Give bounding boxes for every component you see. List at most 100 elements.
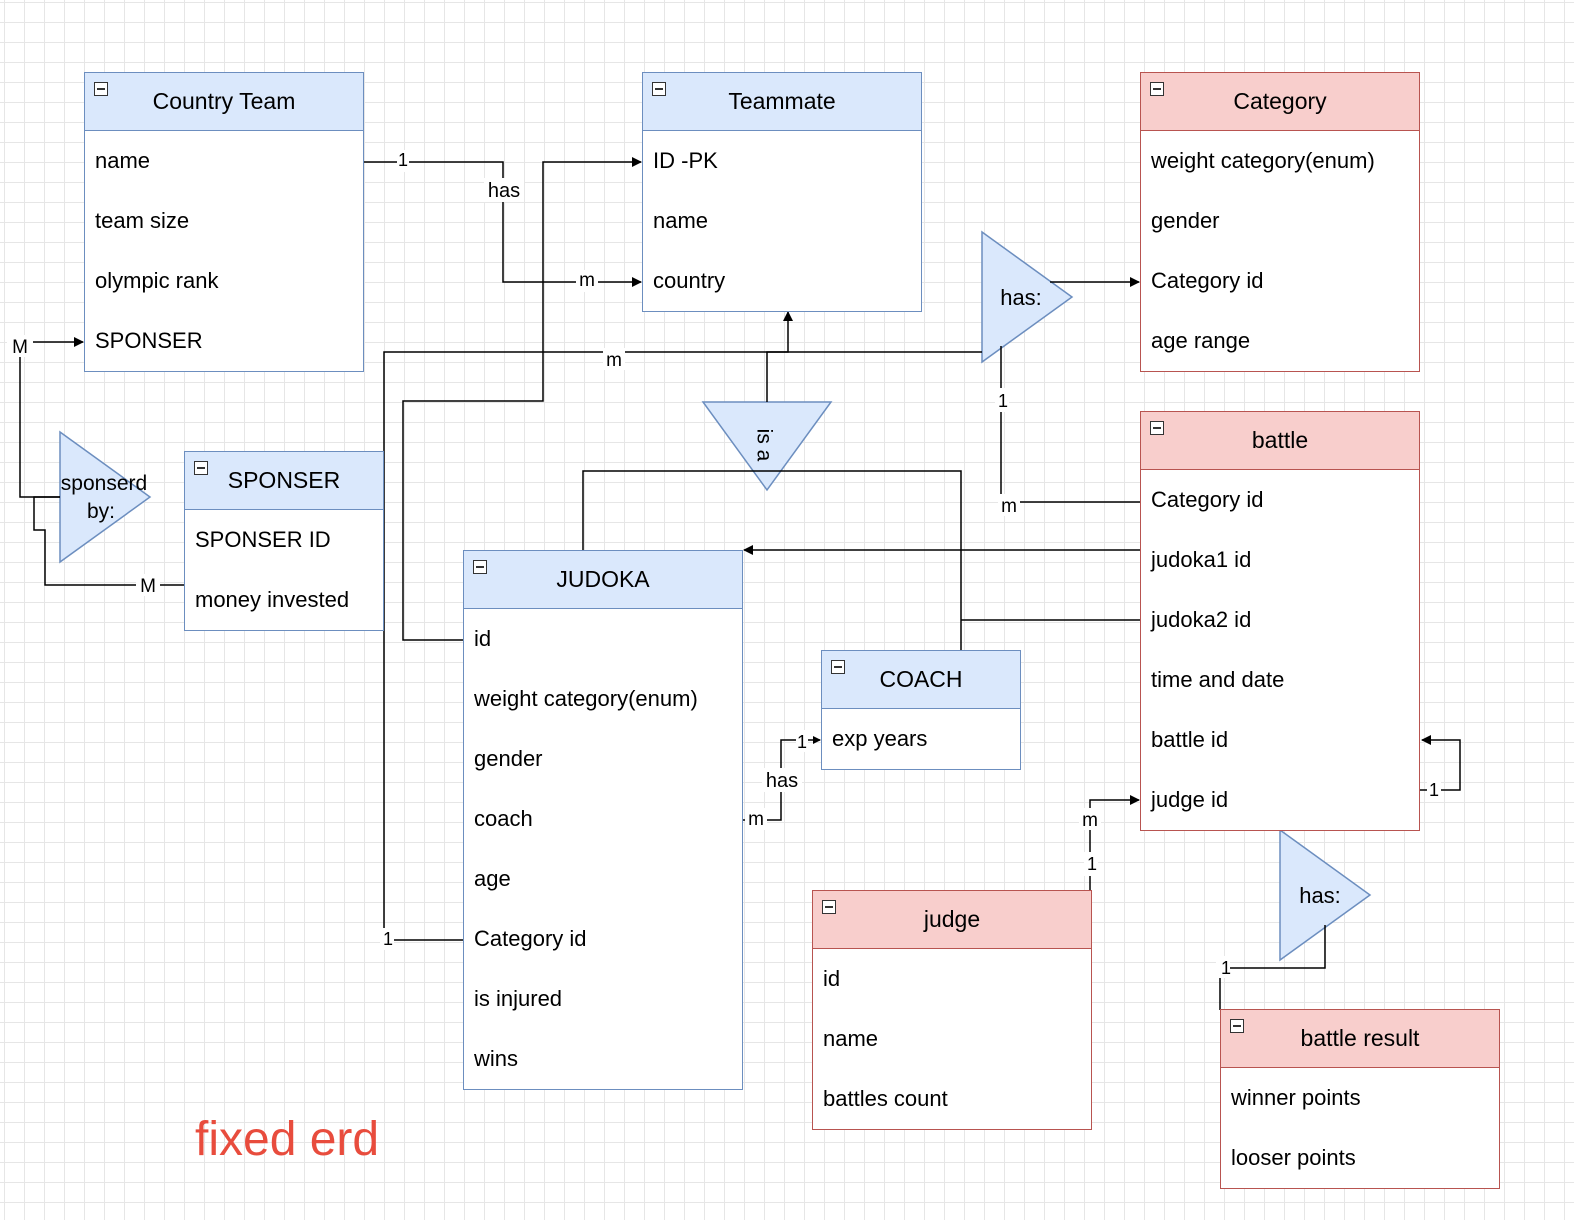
field-row[interactable]: judge id — [1151, 787, 1229, 812]
entity-header: Country Team — [85, 73, 363, 131]
entity-category[interactable]: Category weight category(enum) gender Ca… — [1140, 72, 1420, 372]
collapse-icon[interactable] — [1150, 82, 1164, 96]
edge-has-result — [1219, 925, 1326, 1010]
entity-header: battle result — [1221, 1010, 1499, 1068]
field-row[interactable]: Category id — [1151, 268, 1264, 293]
field-row[interactable]: coach — [474, 806, 533, 831]
entity-title: SPONSER — [227, 467, 341, 493]
card-coach-1: 1 — [797, 732, 807, 752]
entity-header: COACH — [822, 651, 1020, 709]
card-team-teammate-1: 1 — [398, 150, 408, 170]
card-result-1: 1 — [1221, 958, 1231, 978]
entity-header: Teammate — [643, 73, 921, 131]
card-judge-m: m — [1082, 810, 1098, 831]
entity-sponser[interactable]: SPONSER SPONSER ID money invested — [184, 451, 384, 631]
entity-title: battle result — [1300, 1025, 1420, 1051]
relationship-has-coach-label: has — [766, 770, 798, 792]
card-sponsor-M: M — [140, 576, 156, 597]
edge-sponsor-entity — [33, 496, 184, 586]
field-row[interactable]: Category id — [474, 926, 587, 951]
entity-judoka[interactable]: JUDOKA id weight category(enum) gender c… — [463, 550, 743, 1090]
field-row[interactable]: team size — [95, 208, 190, 233]
entity-title: JUDOKA — [556, 566, 650, 592]
collapse-icon[interactable] — [652, 82, 666, 96]
entity-title: battle — [1251, 427, 1309, 453]
edge-isa-judoka — [582, 470, 767, 550]
field-row[interactable]: name — [653, 208, 709, 233]
edge-team-teammate — [364, 161, 642, 287]
entity-judge[interactable]: judge id name battles count — [812, 890, 1092, 1130]
entity-header: judge — [813, 891, 1091, 949]
entity-title: Category — [1233, 88, 1327, 114]
collapse-icon[interactable] — [473, 560, 487, 574]
edge-category-battle — [1000, 346, 1141, 503]
field-row[interactable]: battles count — [823, 1086, 948, 1111]
field-row[interactable]: ID -PK — [653, 148, 718, 173]
field-row[interactable]: weight category(enum) — [474, 686, 698, 711]
field-row[interactable]: is injured — [474, 986, 563, 1011]
entity-coach[interactable]: COACH exp years — [821, 650, 1021, 770]
field-row[interactable]: id — [823, 966, 841, 991]
field-row[interactable]: gender — [474, 746, 543, 771]
entity-battle-result[interactable]: battle result winner points looser point… — [1220, 1009, 1500, 1189]
entity-title: Teammate — [728, 88, 836, 114]
entity-country-team[interactable]: Country Team name team size olympic rank… — [84, 72, 364, 372]
entity-header: SPONSER — [185, 452, 383, 510]
card-coach-m: m — [748, 809, 764, 830]
card-battle-self-1: 1 — [1429, 780, 1439, 800]
entity-header: JUDOKA — [464, 551, 742, 609]
collapse-icon[interactable] — [94, 82, 108, 96]
relationship-has-category — [981, 230, 1074, 364]
field-row[interactable]: exp years — [832, 726, 928, 751]
relationship-has-teammate-label: has — [488, 180, 520, 202]
relationship-has-category-label: has: — [1000, 285, 1042, 310]
field-row[interactable]: time and date — [1151, 667, 1285, 692]
entity-header: battle — [1141, 412, 1419, 470]
card-team-sponsor-M: M — [12, 337, 28, 358]
field-row[interactable]: judoka2 id — [1151, 607, 1252, 632]
entity-title: judge — [923, 906, 981, 932]
collapse-icon[interactable] — [822, 900, 836, 914]
card-team-teammate-m: m — [579, 270, 595, 291]
entity-header: Category — [1141, 73, 1419, 131]
field-row[interactable]: battle id — [1151, 727, 1229, 752]
field-row[interactable]: money invested — [195, 587, 350, 612]
collapse-icon[interactable] — [831, 660, 845, 674]
field-row[interactable]: age range — [1151, 328, 1251, 353]
field-row[interactable]: Category id — [1151, 487, 1264, 512]
field-row[interactable]: weight category(enum) — [1151, 148, 1375, 173]
entity-title: COACH — [879, 666, 963, 692]
card-judoka-category-1: 1 — [383, 929, 393, 949]
relationship-sponsored-by — [59, 430, 152, 564]
card-category-battle-1: 1 — [998, 391, 1008, 411]
field-row[interactable]: olympic rank — [95, 268, 219, 293]
entity-teammate[interactable]: Teammate ID -PK name country — [642, 72, 922, 312]
card-category-m: m — [606, 350, 622, 371]
relationship-has-result-label: has: — [1299, 883, 1341, 908]
field-row[interactable]: country — [653, 268, 726, 293]
collapse-icon[interactable] — [1150, 421, 1164, 435]
field-row[interactable]: id — [474, 626, 492, 651]
field-row[interactable]: judoka1 id — [1151, 547, 1252, 572]
field-row[interactable]: SPONSER — [95, 328, 203, 353]
entity-title: Country Team — [152, 88, 296, 114]
field-row[interactable]: name — [95, 148, 151, 173]
field-row[interactable]: gender — [1151, 208, 1220, 233]
collapse-icon[interactable] — [1230, 1019, 1244, 1033]
collapse-icon[interactable] — [194, 461, 208, 475]
field-row[interactable]: wins — [474, 1046, 519, 1071]
field-row[interactable]: winner points — [1231, 1085, 1361, 1110]
edge-isa-coach — [767, 470, 962, 650]
field-row[interactable]: looser points — [1231, 1145, 1356, 1170]
field-row[interactable]: name — [823, 1026, 879, 1051]
field-row[interactable]: age — [474, 866, 511, 891]
relationship-is-a-label: is a — [752, 429, 775, 462]
entity-battle[interactable]: battle Category id judoka1 id judoka2 id… — [1140, 411, 1420, 831]
card-judge-1: 1 — [1087, 854, 1097, 874]
card-category-battle-m: m — [1001, 496, 1017, 517]
relationship-sponsored-by-label-2: by: — [87, 500, 115, 523]
field-row[interactable]: SPONSER ID — [195, 527, 331, 552]
diagram-caption: fixed erd — [195, 1113, 380, 1166]
